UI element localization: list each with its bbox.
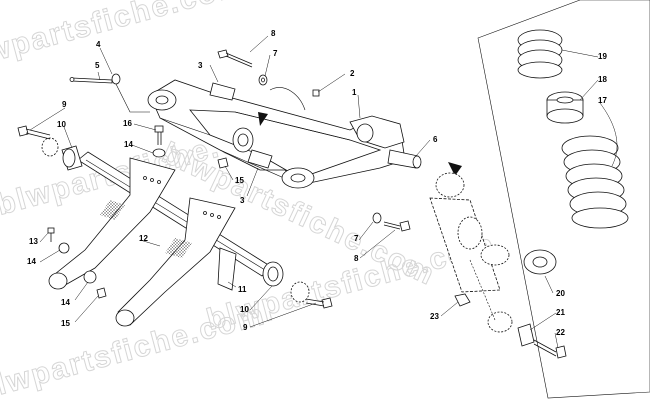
callout-10-right: 10 (240, 305, 249, 314)
spacer-18 (546, 91, 584, 124)
shock-absorber (429, 162, 513, 333)
washer-14-left (58, 242, 70, 254)
callout-20: 20 (556, 289, 565, 298)
bushing-10-left (61, 145, 83, 171)
bolt-9-right (305, 297, 333, 309)
bolt-8-lower (383, 220, 411, 232)
grease-fitting-2 (312, 89, 320, 97)
watermark-top: blwpartsfiche.com (0, 0, 249, 77)
callout-9-left: 9 (62, 100, 67, 109)
rear-arm-assembly (147, 79, 422, 189)
callout-2: 2 (350, 69, 355, 78)
link-arm-left (48, 157, 176, 290)
bolt-13 (47, 227, 55, 242)
cotter-pin-5 (69, 77, 113, 84)
callout-7-lower: 7 (354, 234, 359, 243)
cross-shaft-12 (77, 151, 284, 287)
spring-17 (561, 135, 629, 229)
bushing-10-left-dashed (41, 137, 59, 157)
callout-3-lower: 3 (240, 196, 245, 205)
watermark-layer: blwpartsfiche.com blwpartsfiche.com blwp… (0, 0, 500, 406)
link-plate-11 (217, 247, 237, 291)
nut-15-lower (96, 287, 107, 299)
callout-15-lower: 15 (61, 319, 70, 328)
callout-18: 18 (598, 75, 607, 84)
washer-14-upper (152, 148, 166, 158)
bushing-3-lower (247, 149, 273, 169)
bushing-3-upper (209, 82, 236, 101)
callout-8-upper: 8 (271, 29, 276, 38)
callout-5: 5 (95, 61, 100, 70)
bolt-9-left (17, 125, 51, 140)
callout-labels: 1 2 3 3 4 5 6 7 7 8 8 9 9 10 10 11 12 13… (27, 29, 607, 337)
callout-1: 1 (352, 88, 357, 97)
bushing-10-right (290, 281, 310, 303)
nut-23 (454, 293, 471, 307)
callout-17: 17 (598, 96, 607, 105)
leader-lines (29, 35, 618, 349)
nut-15-upper (217, 157, 229, 169)
callout-14-lower: 14 (61, 298, 70, 307)
callout-14-upper: 14 (124, 140, 133, 149)
bushing-21 (517, 323, 535, 347)
spring-19 (517, 29, 563, 79)
callout-23: 23 (430, 312, 439, 321)
callout-14-left: 14 (27, 257, 36, 266)
callout-13: 13 (29, 237, 38, 246)
callout-7-upper: 7 (273, 49, 278, 58)
bushing-center (232, 112, 268, 153)
link-arm-right (115, 197, 236, 327)
bolt-16 (154, 125, 164, 145)
callout-19: 19 (598, 52, 607, 61)
washer-4 (111, 73, 121, 85)
callout-21: 21 (556, 308, 565, 317)
bolt-22 (533, 339, 567, 359)
callout-4: 4 (96, 40, 101, 49)
callout-8-lower: 8 (354, 254, 359, 263)
bolt-8-upper (217, 49, 253, 68)
shock-assembly-frame (477, 0, 650, 399)
washer-14-lower (83, 270, 97, 284)
callout-11: 11 (238, 285, 247, 294)
retainer-20 (523, 249, 557, 275)
callout-9-right: 9 (243, 323, 248, 332)
callout-6: 6 (433, 135, 438, 144)
callout-10-left: 10 (57, 120, 66, 129)
callout-22: 22 (556, 328, 565, 337)
washer-7-lower (372, 212, 382, 224)
callout-16: 16 (123, 119, 132, 128)
washer-7-upper (258, 74, 268, 86)
callout-15-upper: 15 (235, 176, 244, 185)
callout-12: 12 (139, 234, 148, 243)
callout-3-upper: 3 (198, 61, 203, 70)
